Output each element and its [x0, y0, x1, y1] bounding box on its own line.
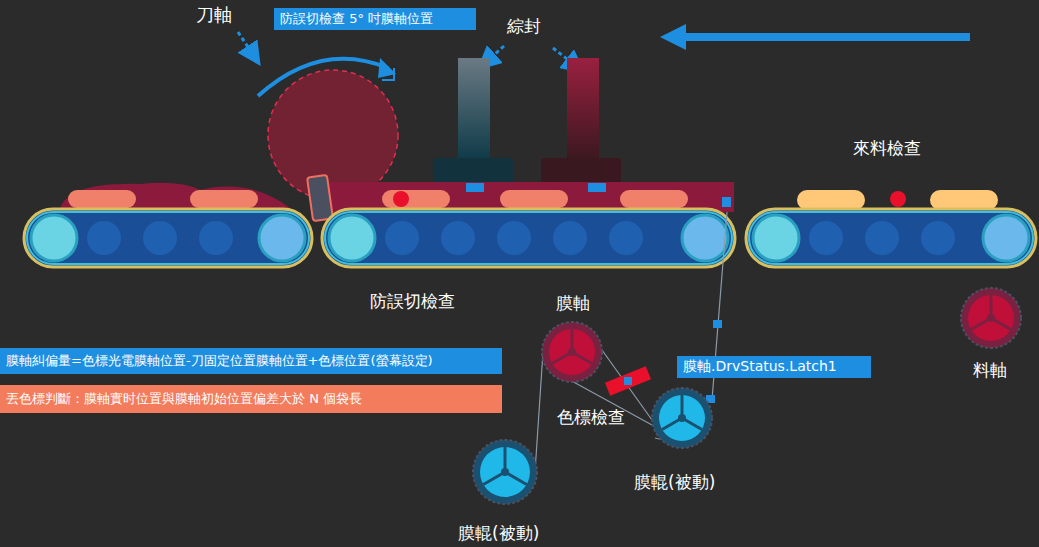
part-label: 綜封: [507, 15, 541, 38]
part-label: 膜軸: [556, 292, 590, 315]
conveyor-belt: [746, 209, 1036, 267]
roll: [542, 322, 602, 382]
part-label: 料軸: [973, 359, 1007, 382]
info-box: 防誤切檢查 5° 吋膜軸位置: [274, 8, 476, 30]
box-text: 膜軸.DrvStatus.Latch1: [683, 358, 837, 376]
part-label: 防誤切檢查: [370, 290, 455, 313]
info-box: 膜軸糾偏量=色標光電膜軸位置-刀固定位置膜軸位置+色標位置(螢幕設定): [0, 348, 502, 374]
box-text: 防誤切檢查 5° 吋膜軸位置: [280, 10, 433, 28]
part-label: 膜輥(被動): [634, 471, 715, 494]
part-label: 膜輥(被動): [458, 522, 539, 545]
info-box: 丟色標判斷：膜軸實时位置與膜軸初始位置偏差大於 N 個袋長: [0, 385, 502, 413]
conveyor-belt: [24, 209, 312, 267]
part-label: 刀軸: [196, 3, 232, 27]
roll: [473, 440, 537, 504]
roll: [652, 388, 712, 448]
conveyor-belt: [322, 209, 735, 267]
part-label: 色標檢查: [557, 406, 625, 429]
info-box: 膜軸.DrvStatus.Latch1: [677, 356, 871, 378]
roll: [961, 288, 1021, 348]
box-text: 丟色標判斷：膜軸實时位置與膜軸初始位置偏差大於 N 個袋長: [6, 390, 362, 408]
box-text: 膜軸糾偏量=色標光電膜軸位置-刀固定位置膜軸位置+色標位置(螢幕設定): [6, 352, 433, 370]
part-label: 來料檢查: [853, 137, 921, 160]
